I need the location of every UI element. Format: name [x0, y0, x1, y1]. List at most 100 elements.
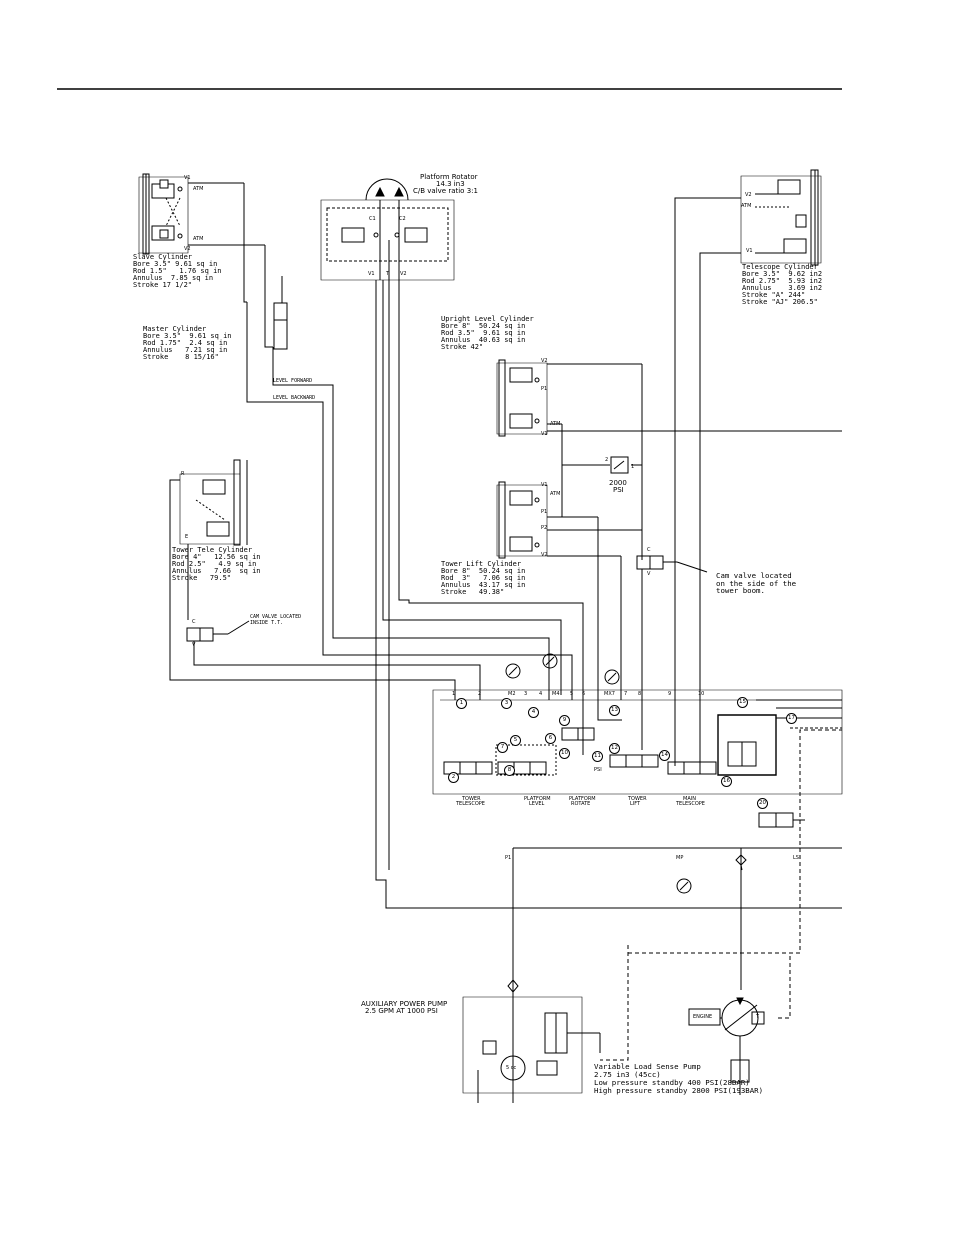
tower-lift-port-p1: P1: [541, 509, 548, 515]
slave-cylinder-title: Slave Cylinder: [133, 253, 193, 261]
master-cylinder-line-2: Rod 1.75" 2.4 sq in: [143, 339, 228, 347]
tower-tele-port-r: R: [181, 471, 185, 477]
bank-platform-level-1: PLATFORM: [524, 796, 551, 802]
relief-2000-unit: PSI: [613, 486, 624, 494]
tower-lift-title: Tower Lift Cylinder: [441, 560, 522, 568]
callout-7: 7: [497, 742, 508, 753]
master-cylinder-line-4: Stroke 8 15/16": [143, 353, 219, 361]
cam-valve-inside-port-v: V: [192, 642, 196, 648]
bank-platform-level-2: LEVEL: [529, 801, 545, 807]
callout-14: 14: [659, 750, 670, 761]
line-mp-label: MP: [676, 855, 684, 861]
upright-level-title: Upright Level Cylinder: [441, 315, 534, 323]
master-cylinder-line-1: Bore 3.5" 9.61 sq in: [143, 332, 232, 340]
upright-level-line-3: Annulus 40.63 sq in: [441, 336, 526, 344]
telescope-port-v2: V2: [745, 192, 752, 198]
slave-port-v1: V1: [184, 175, 191, 181]
bank-tower-telescope-2: TELESCOPE: [456, 801, 485, 807]
tower-lift-line-1: Bore 8" 50.24 sq in: [441, 567, 526, 575]
upright-port-v1: V1: [541, 431, 548, 437]
bank-tower-telescope-1: TOWER: [462, 796, 481, 802]
bank-tower-lift-2: LIFT: [630, 801, 641, 807]
line-ls-label: LS: [793, 855, 799, 861]
line-p1-label: P1: [505, 855, 512, 861]
rotator-port-c2: C2: [399, 216, 406, 222]
cam-valve-inside-line-2: INSIDE T.T.: [250, 620, 284, 626]
callout-8: 8: [504, 765, 515, 776]
slave-cylinder-line-2: Rod 1.5" 1.76 sq in: [133, 267, 222, 275]
slave-cylinder-line-1: Bore 3.5" 9.61 sq in: [133, 260, 218, 268]
manifold-port-7: 7: [624, 691, 628, 697]
tower-lift-port-atm: ATM: [550, 491, 561, 497]
cam-valve-inside-port-c: C: [192, 619, 196, 625]
slave-cylinder-line-4: Stroke 17 1/2": [133, 281, 193, 289]
bank-platform-rotate-1: PLATFORM: [569, 796, 596, 802]
cam-valve-boom-line-2: on the side of the: [716, 579, 797, 588]
tower-tele-line-4: Stroke 79.5": [172, 574, 232, 582]
telescope-cylinder-title: Telescope Cylinder: [742, 263, 818, 271]
gauge-mp: [677, 879, 691, 893]
aux-pump-block: [463, 997, 600, 1103]
tower-tele-cylinder-symbol: [170, 460, 455, 700]
manifold-port-10: 10: [698, 691, 705, 697]
tower-tele-port-e: E: [185, 534, 189, 540]
vls-t-label: T: [756, 1014, 760, 1020]
tower-tele-title: Tower Tele Cylinder: [172, 546, 253, 554]
callout-11: 11: [592, 751, 603, 762]
manifold-port-1: 1: [452, 691, 456, 697]
rotator-port-v1: V1: [368, 271, 375, 277]
cam-valve-boom-line-3: tower boom.: [716, 586, 765, 595]
telescope-cylinder-line-2: Rod 2.75" 5.93 in2: [742, 277, 823, 285]
manifold-port-m4: M4: [552, 691, 560, 697]
slave-cylinder-line-3: Annulus 7.85 sq in: [133, 274, 214, 282]
telescope-cylinder-line-1: Bore 3.5" 9.62 in2: [742, 270, 823, 278]
slave-port-atm-top: ATM: [193, 186, 204, 192]
manifold-port-m2: M2: [508, 691, 516, 697]
tower-lift-port-v2: V2: [541, 552, 548, 558]
callout-10: 10: [559, 748, 570, 759]
telescope-cylinder-line-4: Stroke "A" 244": [742, 291, 806, 299]
tower-lift-line-2: Rod 3" 7.06 sq in: [441, 574, 526, 582]
relief-port-2: 2: [605, 457, 609, 463]
manifold-block: [433, 690, 842, 794]
master-cylinder-symbol: [274, 276, 287, 349]
manifold-port-2: 2: [478, 691, 482, 697]
vls-engine-label: ENGINE: [693, 1014, 713, 1020]
callout-17: 17: [786, 713, 797, 724]
master-cylinder-title: Master Cylinder: [143, 325, 207, 333]
callout-16: 16: [721, 776, 732, 787]
relief-valve-2000: [611, 457, 628, 473]
slave-port-v2: V2: [184, 246, 191, 252]
callout-4: 4: [528, 707, 539, 718]
rotator-port-c1: C1: [369, 216, 376, 222]
vls-pump-line-1: Variable Load Sense Pump: [594, 1062, 701, 1071]
cam-valve-boom-line-1: Cam valve located: [716, 571, 792, 580]
level-backward-label: LEVEL BACKWARD: [273, 395, 316, 401]
relief-port-1: 1: [631, 464, 635, 470]
telescope-port-v1: V1: [746, 248, 753, 254]
cam-valve-tower-boom-symbol: [637, 556, 707, 750]
telescope-port-atm: ATM: [741, 203, 752, 209]
upright-level-cylinder-symbol: [497, 360, 842, 436]
upright-level-line-4: Stroke 42": [441, 343, 484, 351]
tower-lift-port-p2: P2: [541, 525, 548, 531]
vls-pump-block: [689, 998, 764, 1095]
bank-platform-rotate-2: ROTATE: [571, 801, 591, 807]
telescope-cylinder-symbol: [675, 170, 821, 766]
manifold-port-3: 3: [524, 691, 528, 697]
vls-pump-line-2: 2.75 in3 (45cc): [594, 1070, 661, 1079]
master-cylinder-line-3: Annulus 7.21 sq in: [143, 346, 228, 354]
upright-port-p1: P1: [541, 386, 548, 392]
aux-pump-cc-label: 5 cc: [506, 1065, 517, 1071]
telescope-cylinder-line-3: Annulus 3.69 in2: [742, 284, 823, 292]
platform-rotator-line-1: 14.3 in3: [436, 180, 465, 188]
vls-pump-line-3: Low pressure standby 400 PSI(28BAR): [594, 1078, 750, 1087]
telescope-cylinder-line-5: Stroke "AJ" 206.5": [742, 298, 818, 306]
tower-lift-cylinder-symbol: [497, 482, 642, 558]
tower-lift-line-4: Stroke 49.38": [441, 588, 505, 596]
upright-port-atm: ATM: [550, 421, 561, 427]
cam-valve-boom-port-v: V: [647, 571, 651, 577]
callout-5: 5: [510, 735, 521, 746]
gauge-m2: [506, 664, 520, 678]
